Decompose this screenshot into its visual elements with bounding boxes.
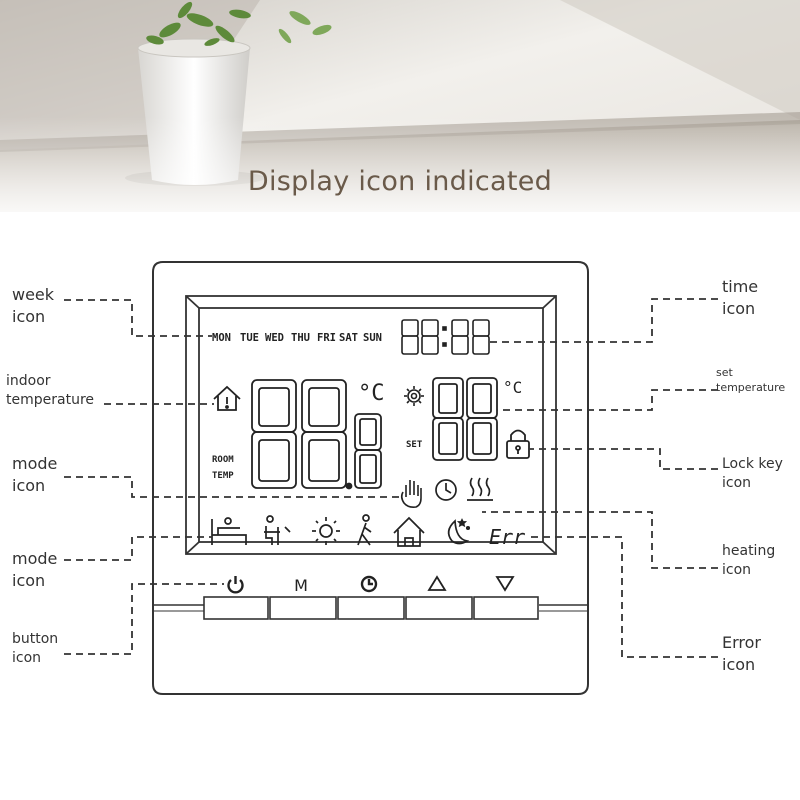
weekday-wed: WED (265, 332, 284, 344)
weekday-sat: SAT (339, 332, 358, 344)
time-digit-1 (401, 319, 419, 355)
heating-icon (467, 477, 493, 501)
callout-indoor-line1: indoor (6, 373, 51, 389)
time-digit-4 (472, 319, 490, 355)
timer-clock-icon (360, 575, 378, 593)
weekday-fri: FRI (317, 332, 336, 344)
callout-indoor-temperature: indoor temperature (6, 372, 94, 410)
leader-button (64, 583, 224, 655)
callout-mode-icon-1: mode icon (12, 453, 57, 496)
time-digit-3 (451, 319, 469, 355)
set-temp-digit-1 (432, 377, 464, 461)
set-temp-digits (432, 377, 498, 461)
callout-indoor-line2: temperature (6, 391, 94, 408)
error-text: Err (489, 525, 525, 549)
callout-heating-icon: heating icon (722, 542, 775, 580)
sleep-bed-icon (211, 517, 247, 545)
callout-mode1-line1: mode (12, 454, 58, 473)
night-moon-icon (447, 518, 471, 545)
callout-time-line2: icon (722, 298, 756, 318)
callout-heating-line2: icon (722, 561, 752, 578)
desk-work-icon (264, 515, 291, 545)
callout-heating-line1: heating (722, 543, 776, 559)
home-icon (393, 516, 425, 547)
callout-week-line2: icon (12, 306, 46, 326)
down-button[interactable] (473, 596, 539, 620)
up-triangle-icon (427, 575, 447, 591)
room-temp-digit-2 (301, 379, 347, 489)
callout-error-line2: icon (722, 654, 756, 674)
callout-set-temperature: set temperature (716, 366, 785, 396)
set-temp-digit-2 (466, 377, 498, 461)
callout-error-icon: Error icon (722, 632, 761, 675)
leader-error (528, 536, 718, 658)
callout-set-line2: temperature (716, 380, 786, 394)
up-button[interactable] (405, 596, 473, 620)
callout-lock-line1: Lock key (722, 456, 783, 472)
room-label: ROOM (212, 455, 234, 465)
clock-icon (435, 479, 457, 501)
room-temp-decimal (345, 482, 353, 490)
leader-set (497, 389, 718, 411)
callout-lock-key-icon: Lock key icon (722, 455, 783, 493)
power-icon (227, 576, 244, 594)
room-temp-digit-3 (354, 413, 382, 489)
leader-lines (64, 298, 718, 658)
weekday-row: MON TUE WED THU FRI SAT SUN (212, 332, 382, 344)
button-panel (153, 604, 588, 612)
callout-week-icon: week icon (12, 284, 54, 327)
room-temp-digits (251, 379, 382, 490)
power-button[interactable] (203, 596, 269, 620)
mode-icons-row (211, 514, 471, 547)
weekday-sun: SUN (363, 332, 382, 344)
banner-photo: Display icon indicated (0, 0, 800, 212)
leader-time (490, 298, 718, 343)
callout-time-icon: time icon (722, 276, 758, 319)
gear-icon (404, 386, 424, 406)
room-temp-digit-1 (251, 379, 297, 489)
weekday-mon: MON (212, 332, 231, 344)
sun-icon (312, 517, 340, 545)
callout-button-icon: button icon (12, 630, 58, 668)
leader-mode-1 (64, 476, 402, 498)
mode-button[interactable] (269, 596, 337, 620)
leader-heating (482, 511, 718, 569)
callout-button-line2: icon (12, 649, 42, 666)
callout-error-line1: Error (722, 633, 761, 652)
time-digit-2 (421, 319, 439, 355)
callout-lock-line2: icon (722, 474, 752, 491)
callout-button-line1: button (12, 631, 59, 647)
time-colon (442, 326, 447, 347)
down-triangle-icon (495, 576, 515, 592)
weekday-tue: TUE (240, 332, 259, 344)
leader-lock (529, 448, 718, 470)
indoor-house-icon (213, 385, 241, 411)
mode-button-label: M (294, 576, 308, 595)
callout-week-line1: week (12, 285, 55, 304)
manual-hand-icon (400, 480, 422, 508)
plant-scene-illustration (0, 0, 800, 212)
thermostat-body (152, 261, 589, 695)
walking-person-icon (357, 514, 372, 546)
room-temp-celsius: °C (358, 381, 385, 406)
leader-week (64, 299, 212, 337)
temp-label: TEMP (212, 471, 234, 481)
callout-mode2-line2: icon (12, 570, 46, 590)
callout-time-line1: time (722, 277, 759, 296)
weekday-thu: THU (291, 332, 310, 344)
set-temp-celsius: °C (503, 378, 522, 397)
clock-button[interactable] (337, 596, 405, 620)
time-display (401, 319, 490, 355)
set-label: SET (406, 440, 423, 450)
lcd-bezel (185, 295, 557, 555)
page-title: Display icon indicated (247, 166, 553, 197)
callout-mode1-line2: icon (12, 475, 46, 495)
callout-mode-icon-2: mode icon (12, 548, 57, 591)
callout-set-line1: set (716, 366, 733, 379)
callout-mode2-line1: mode (12, 549, 58, 568)
